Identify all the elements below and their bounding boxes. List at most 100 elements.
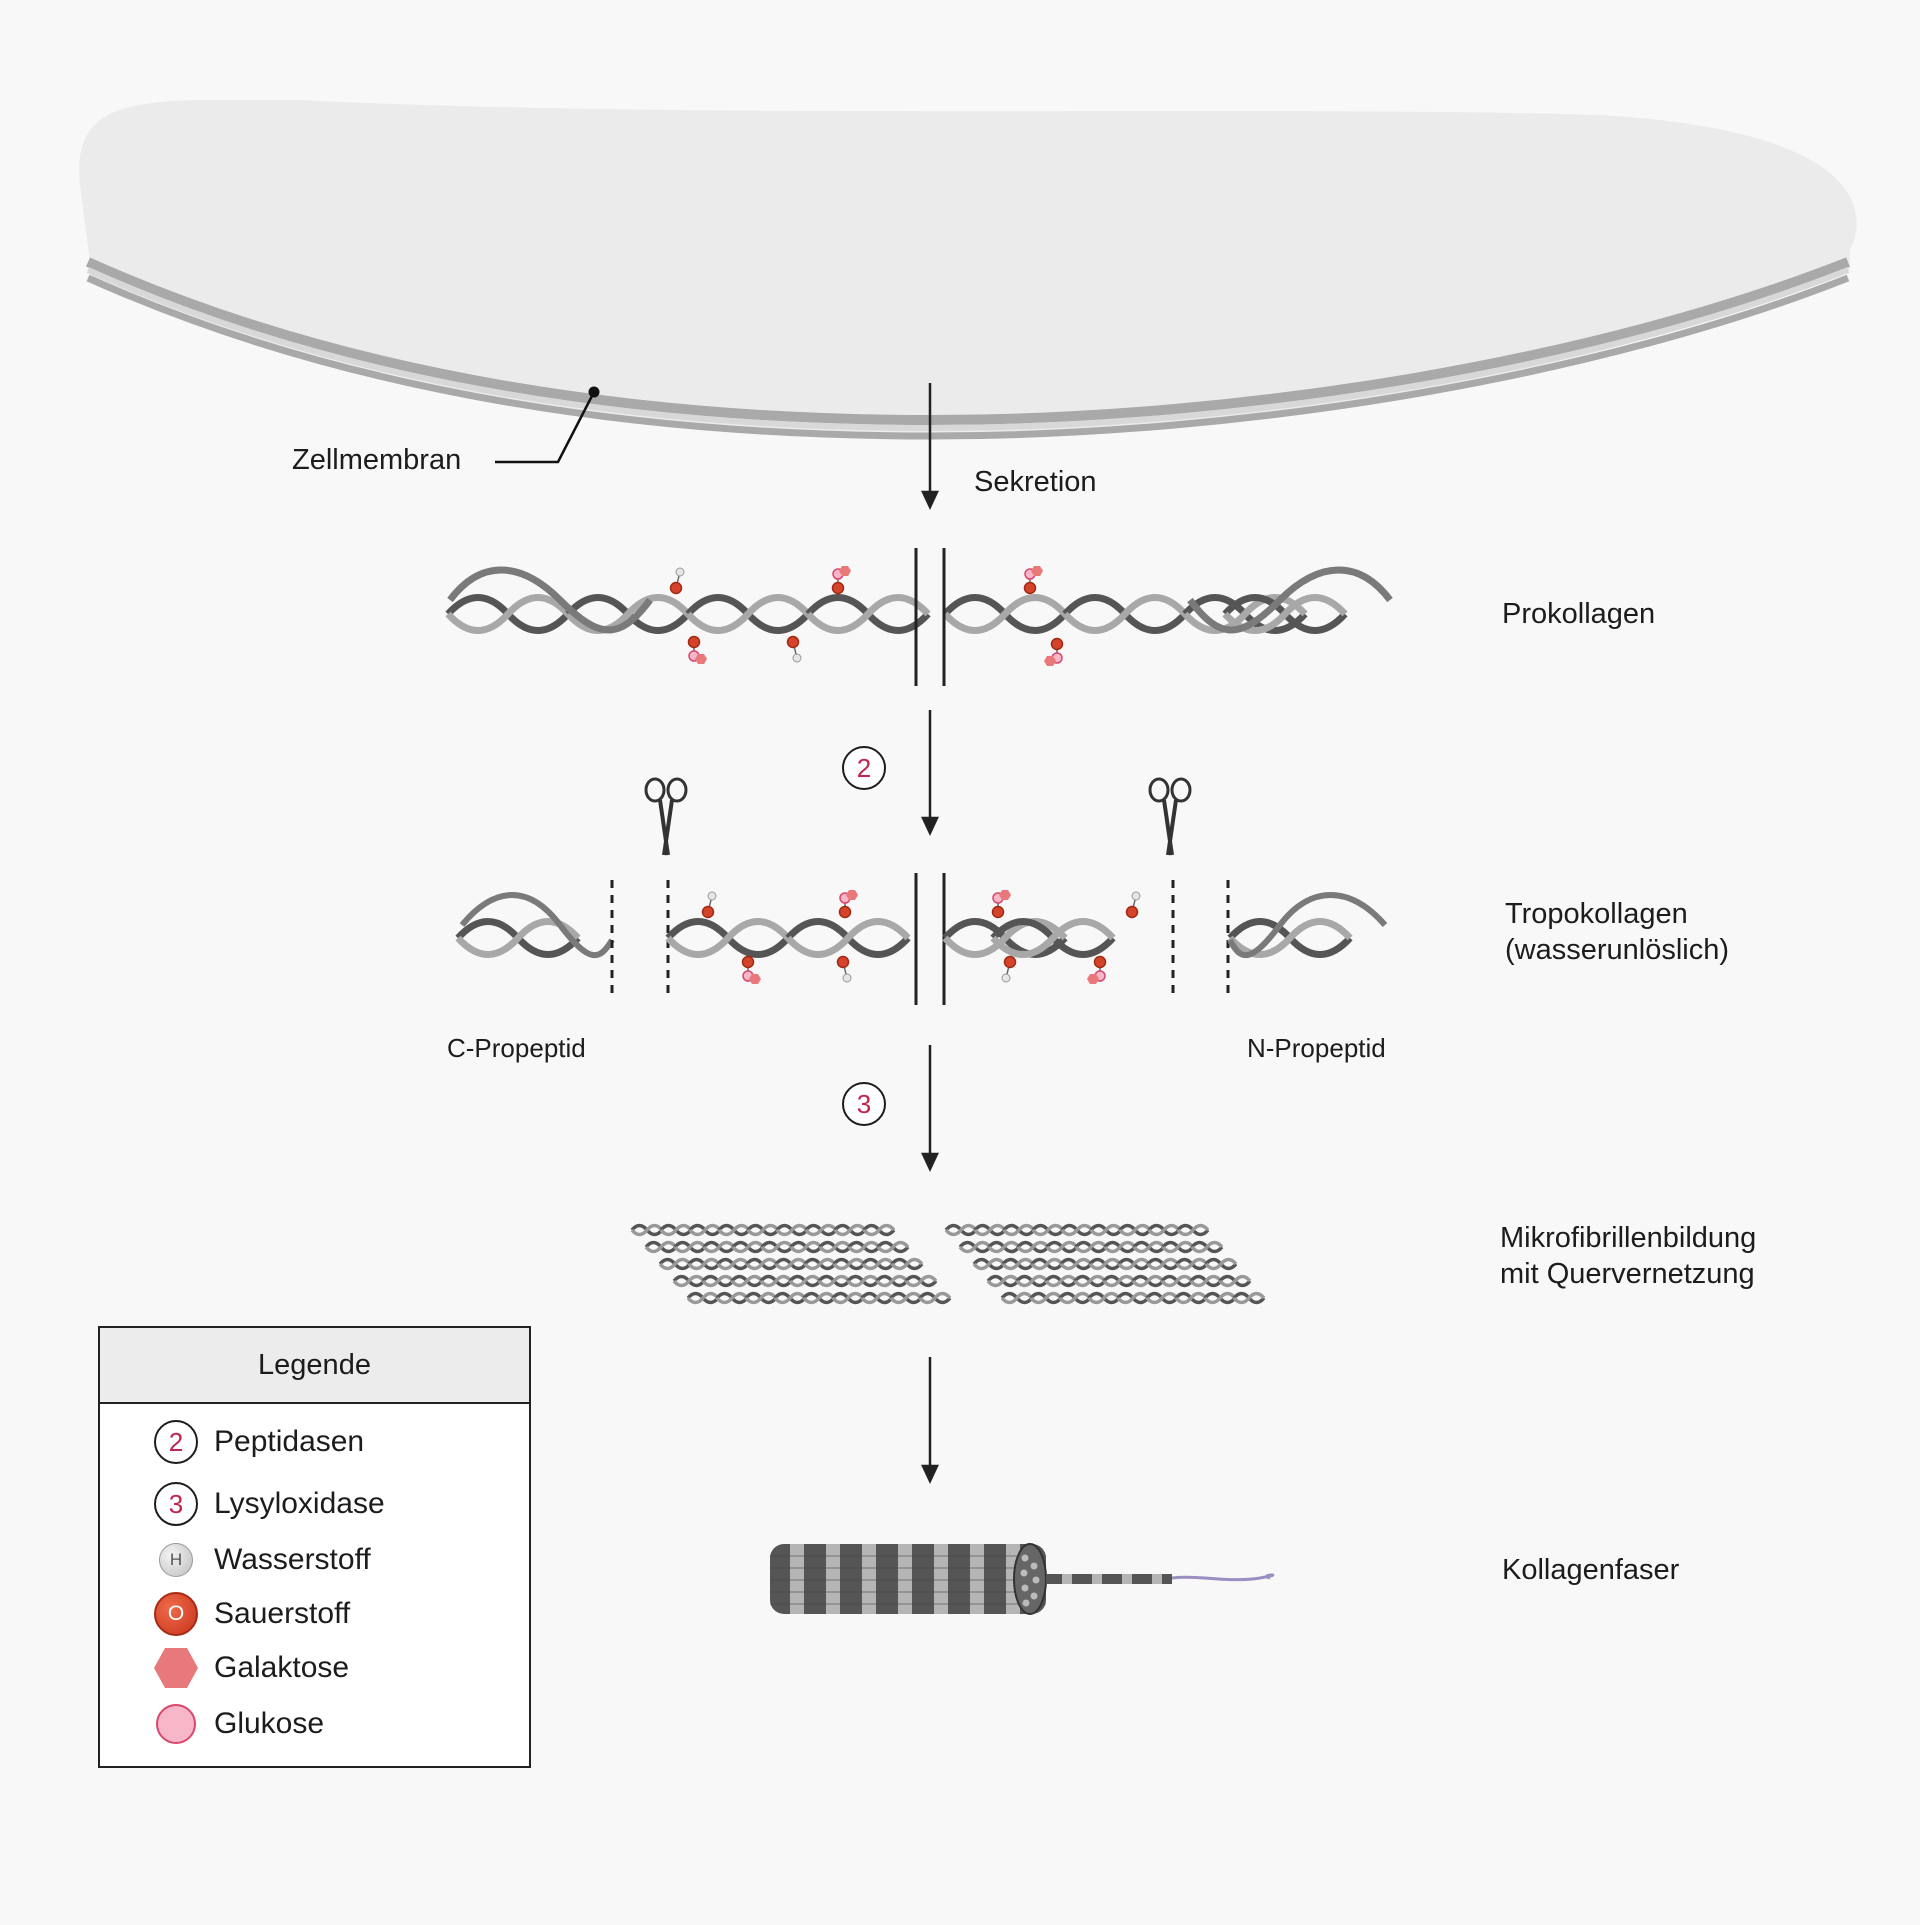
microfibril-segment: [861, 1257, 895, 1271]
legend: Legende 2 Peptidasen 3 Lysyloxidase H Wa…: [98, 1326, 531, 1768]
c-propeptide-label: C-Propeptid: [447, 1033, 586, 1063]
microfibril-segment: [717, 1223, 751, 1237]
microfibril-segment: [688, 1223, 722, 1237]
microfibril-segment: [760, 1240, 794, 1254]
microfibril-segment: [918, 1291, 952, 1305]
microfibril-segment: [1000, 1291, 1034, 1305]
microfibril-segment: [1058, 1291, 1092, 1305]
microfibril-segment: [702, 1240, 736, 1254]
microfibril-segment: [1203, 1291, 1237, 1305]
legend-item-oxygen: O Sauerstoff: [152, 1590, 350, 1638]
microfibril-segment: [1204, 1257, 1238, 1271]
microfibril-segment: [1118, 1223, 1152, 1237]
microfibril-segment: [832, 1257, 866, 1271]
microfibril-segment: [1102, 1274, 1136, 1288]
microfibril-segment: [1088, 1257, 1122, 1271]
procollagen-molecule: [448, 548, 1393, 686]
microfibril-segment: [730, 1274, 764, 1288]
microfibril-segment: [1103, 1240, 1137, 1254]
legend-label: Sauerstoff: [214, 1597, 351, 1630]
microfibril-segment: [1002, 1223, 1036, 1237]
hydrogen-atom-icon: H: [159, 1543, 193, 1577]
microfibril-segment: [1147, 1223, 1181, 1237]
tropocollagen-molecule: [458, 777, 1388, 1005]
microfibril-segment: [831, 1291, 865, 1305]
microfibril-segment: [775, 1223, 809, 1237]
microfibril-segment: [1001, 1257, 1035, 1271]
microfibril-segment: [1161, 1240, 1195, 1254]
step-3-icon: 3: [154, 1482, 198, 1526]
microfibril-segment: [804, 1223, 838, 1237]
microfibril-segment: [687, 1257, 721, 1271]
microfibril-segment: [788, 1274, 822, 1288]
microfibril-segment: [1176, 1223, 1210, 1237]
microfibril-segment: [701, 1274, 735, 1288]
oxygen-atom-icon: O: [154, 1592, 198, 1636]
legend-label: Lysyloxidase: [214, 1487, 385, 1520]
microfibrils: [630, 1223, 1266, 1305]
microfibril-segment: [1016, 1240, 1050, 1254]
microfibril-segment: [1117, 1257, 1151, 1271]
microfibril-segment: [1160, 1274, 1194, 1288]
collagen-fiber-label: Kollagenfaser: [1502, 1554, 1680, 1586]
microfibril-segment: [1175, 1257, 1209, 1271]
microfibril-segment: [862, 1223, 896, 1237]
microfibril-segment: [889, 1291, 923, 1305]
microfibril-segment: [1031, 1223, 1065, 1237]
microfibril-segment: [833, 1223, 867, 1237]
legend-item-hydrogen: H Wasserstoff: [152, 1536, 371, 1584]
legend-title: Legende: [100, 1328, 529, 1404]
membrane-leader-line: [495, 391, 596, 464]
microfibril-segment: [972, 1257, 1006, 1271]
microfibril-segment: [731, 1240, 765, 1254]
microfibril-segment: [1059, 1257, 1093, 1271]
glucose-circle-icon: [156, 1704, 196, 1744]
microfibril-segment: [659, 1223, 693, 1237]
microfibril-segment: [1060, 1223, 1094, 1237]
microfibril-segment: [944, 1223, 978, 1237]
microfibril-segment: [1073, 1274, 1107, 1288]
microfibril-segment: [817, 1274, 851, 1288]
microfibril-segment: [716, 1257, 750, 1271]
microfibril-segment: [1015, 1274, 1049, 1288]
microfibril-segment: [860, 1291, 894, 1305]
microfibril-segment: [875, 1274, 909, 1288]
microfibril-segment: [1089, 1223, 1123, 1237]
microfibril-segment: [1232, 1291, 1266, 1305]
membrane-label: Zellmembran: [292, 444, 462, 476]
microfibril-segment: [1190, 1240, 1224, 1254]
microfibril-segment: [987, 1240, 1021, 1254]
microfibril-segment: [1074, 1240, 1108, 1254]
legend-label: Galaktose: [214, 1651, 350, 1684]
microfibril-segment: [1174, 1291, 1208, 1305]
microfibrils-label: Mikrofibrillenbildung mit Quervernetzung: [1500, 1222, 1757, 1290]
legend-label: Wasserstoff: [214, 1543, 371, 1576]
microfibril-segment: [789, 1240, 823, 1254]
microfibril-segment: [1131, 1274, 1165, 1288]
microfibril-segment: [672, 1274, 706, 1288]
n-propeptide-label: N-Propeptid: [1247, 1033, 1386, 1063]
cell-body: [79, 99, 1857, 435]
microfibril-segment: [1132, 1240, 1166, 1254]
legend-item-galactose: Galaktose: [152, 1644, 349, 1692]
microfibril-segment: [847, 1240, 881, 1254]
microfibril-segment: [958, 1240, 992, 1254]
microfibril-segment: [1044, 1274, 1078, 1288]
microfibril-segment: [715, 1291, 749, 1305]
microfibril-segment: [986, 1274, 1020, 1288]
microfibril-segment: [876, 1240, 910, 1254]
microfibril-segment: [773, 1291, 807, 1305]
microfibril-segment: [1045, 1240, 1079, 1254]
microfibril-segment: [890, 1257, 924, 1271]
secretion-label: Sekretion: [974, 466, 1097, 498]
microfibril-segment: [802, 1291, 836, 1305]
procollagen-label: Prokollagen: [1502, 598, 1656, 630]
microfibril-segment: [1116, 1291, 1150, 1305]
legend-label: Glukose: [214, 1707, 325, 1740]
microfibril-segment: [673, 1240, 707, 1254]
legend-item-peptidases: 2 Peptidasen: [152, 1418, 364, 1466]
microfibril-segment: [746, 1223, 780, 1237]
tropocollagen-label: Tropokollagen (wasserunlöslich): [1505, 898, 1730, 966]
microfibril-segment: [1145, 1291, 1179, 1305]
